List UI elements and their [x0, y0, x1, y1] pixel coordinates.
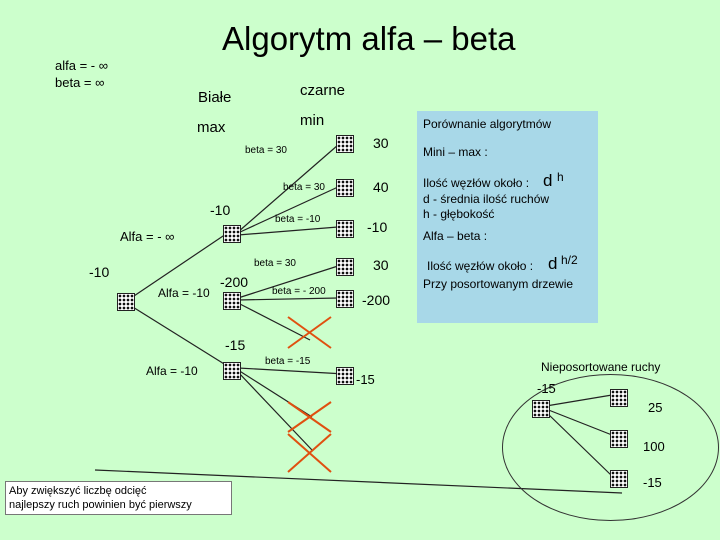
node-value: -10: [210, 202, 231, 218]
alfa-label: Alfa = - ∞: [120, 229, 175, 244]
leaf-value: -10: [367, 219, 388, 235]
formula-exp-2: h/2: [561, 253, 578, 267]
label-black: czarne: [300, 82, 346, 99]
beta-label: beta = -10: [275, 214, 321, 225]
tree-leaf: [336, 179, 354, 197]
unsorted-root-value: -15: [537, 381, 556, 396]
nodes-label-2: Ilość węzłów około :: [427, 259, 534, 273]
tree-leaf: [336, 258, 354, 276]
formula-d: d: [543, 171, 553, 190]
leaf-value: 30: [373, 135, 389, 151]
label-white: Białe: [198, 89, 232, 106]
edge: [237, 297, 339, 301]
note-line-1: Aby zwiększyć liczbę odcięć: [9, 485, 147, 497]
node-value: -10: [89, 264, 110, 280]
tree-node: [223, 292, 241, 310]
sorted-label: Przy posortowanym drzewie: [423, 277, 574, 291]
label-max: max: [197, 119, 226, 136]
unsorted-title: Nieposortowane ruchy: [541, 360, 661, 374]
tree-leaf: [336, 220, 354, 238]
note-line-2: najlepszy ruch powinien być pierwszy: [9, 499, 192, 511]
init-alfa: alfa = - ∞: [55, 58, 108, 73]
tree-leaf: [336, 135, 354, 153]
leaf-value: 40: [373, 179, 389, 195]
unsorted-value: 25: [648, 400, 663, 415]
edge: [237, 265, 339, 299]
alfabeta-label: Alfa – beta :: [423, 229, 488, 243]
nodes-label: Ilość węzłów około :: [423, 176, 530, 190]
leaf-value: -200: [362, 292, 391, 308]
edge: [237, 226, 339, 236]
beta-label: beta = 30: [283, 182, 325, 193]
edge: [237, 186, 339, 234]
edge: [237, 144, 339, 233]
beta-label: beta = 30: [254, 258, 296, 269]
edge: [237, 371, 313, 451]
node-value: -200: [220, 274, 249, 290]
unsorted-value: 100: [643, 439, 665, 454]
beta-label: beta = - 200: [272, 286, 326, 297]
minimax-label: Mini – max :: [423, 145, 488, 159]
cut-mark: [287, 401, 332, 433]
beta-label: beta = -15: [265, 356, 311, 367]
leaf-value: -15: [356, 372, 375, 387]
tree-node: [223, 225, 241, 243]
page-title: Algorytm alfa – beta: [222, 20, 516, 57]
edge: [127, 303, 230, 368]
leaf-value: 30: [373, 257, 389, 273]
tree-leaf: [336, 367, 354, 385]
comparison-panel: Porównanie algorytmów Mini – max : Ilość…: [417, 111, 598, 323]
alfa-label: Alfa = -10: [158, 286, 210, 300]
beta-label: beta = 30: [245, 145, 287, 156]
panel-heading: Porównanie algorytmów: [423, 117, 552, 131]
unsorted-value: -15: [643, 475, 662, 490]
edge: [127, 231, 230, 301]
formula-exp: h: [557, 170, 564, 184]
note-box: Aby zwiększyć liczbę odcięć najlepszy ru…: [5, 481, 232, 515]
init-beta: beta = ∞: [55, 75, 105, 90]
unsorted-ellipse: [502, 374, 719, 521]
edge: [237, 302, 311, 341]
tree-node-root: [117, 293, 135, 311]
edge: [237, 367, 346, 375]
h-description: h - głębokość: [423, 207, 495, 221]
alfa-label: Alfa = -10: [146, 364, 198, 378]
d-description: d - średnia ilość ruchów: [423, 192, 550, 206]
tree-node: [223, 362, 241, 380]
formula-d-2: d: [548, 254, 558, 273]
cut-mark: [287, 316, 332, 349]
label-min: min: [300, 112, 325, 129]
tree-leaf: [336, 290, 354, 308]
node-value: -15: [225, 337, 246, 353]
cut-mark: [287, 433, 332, 473]
